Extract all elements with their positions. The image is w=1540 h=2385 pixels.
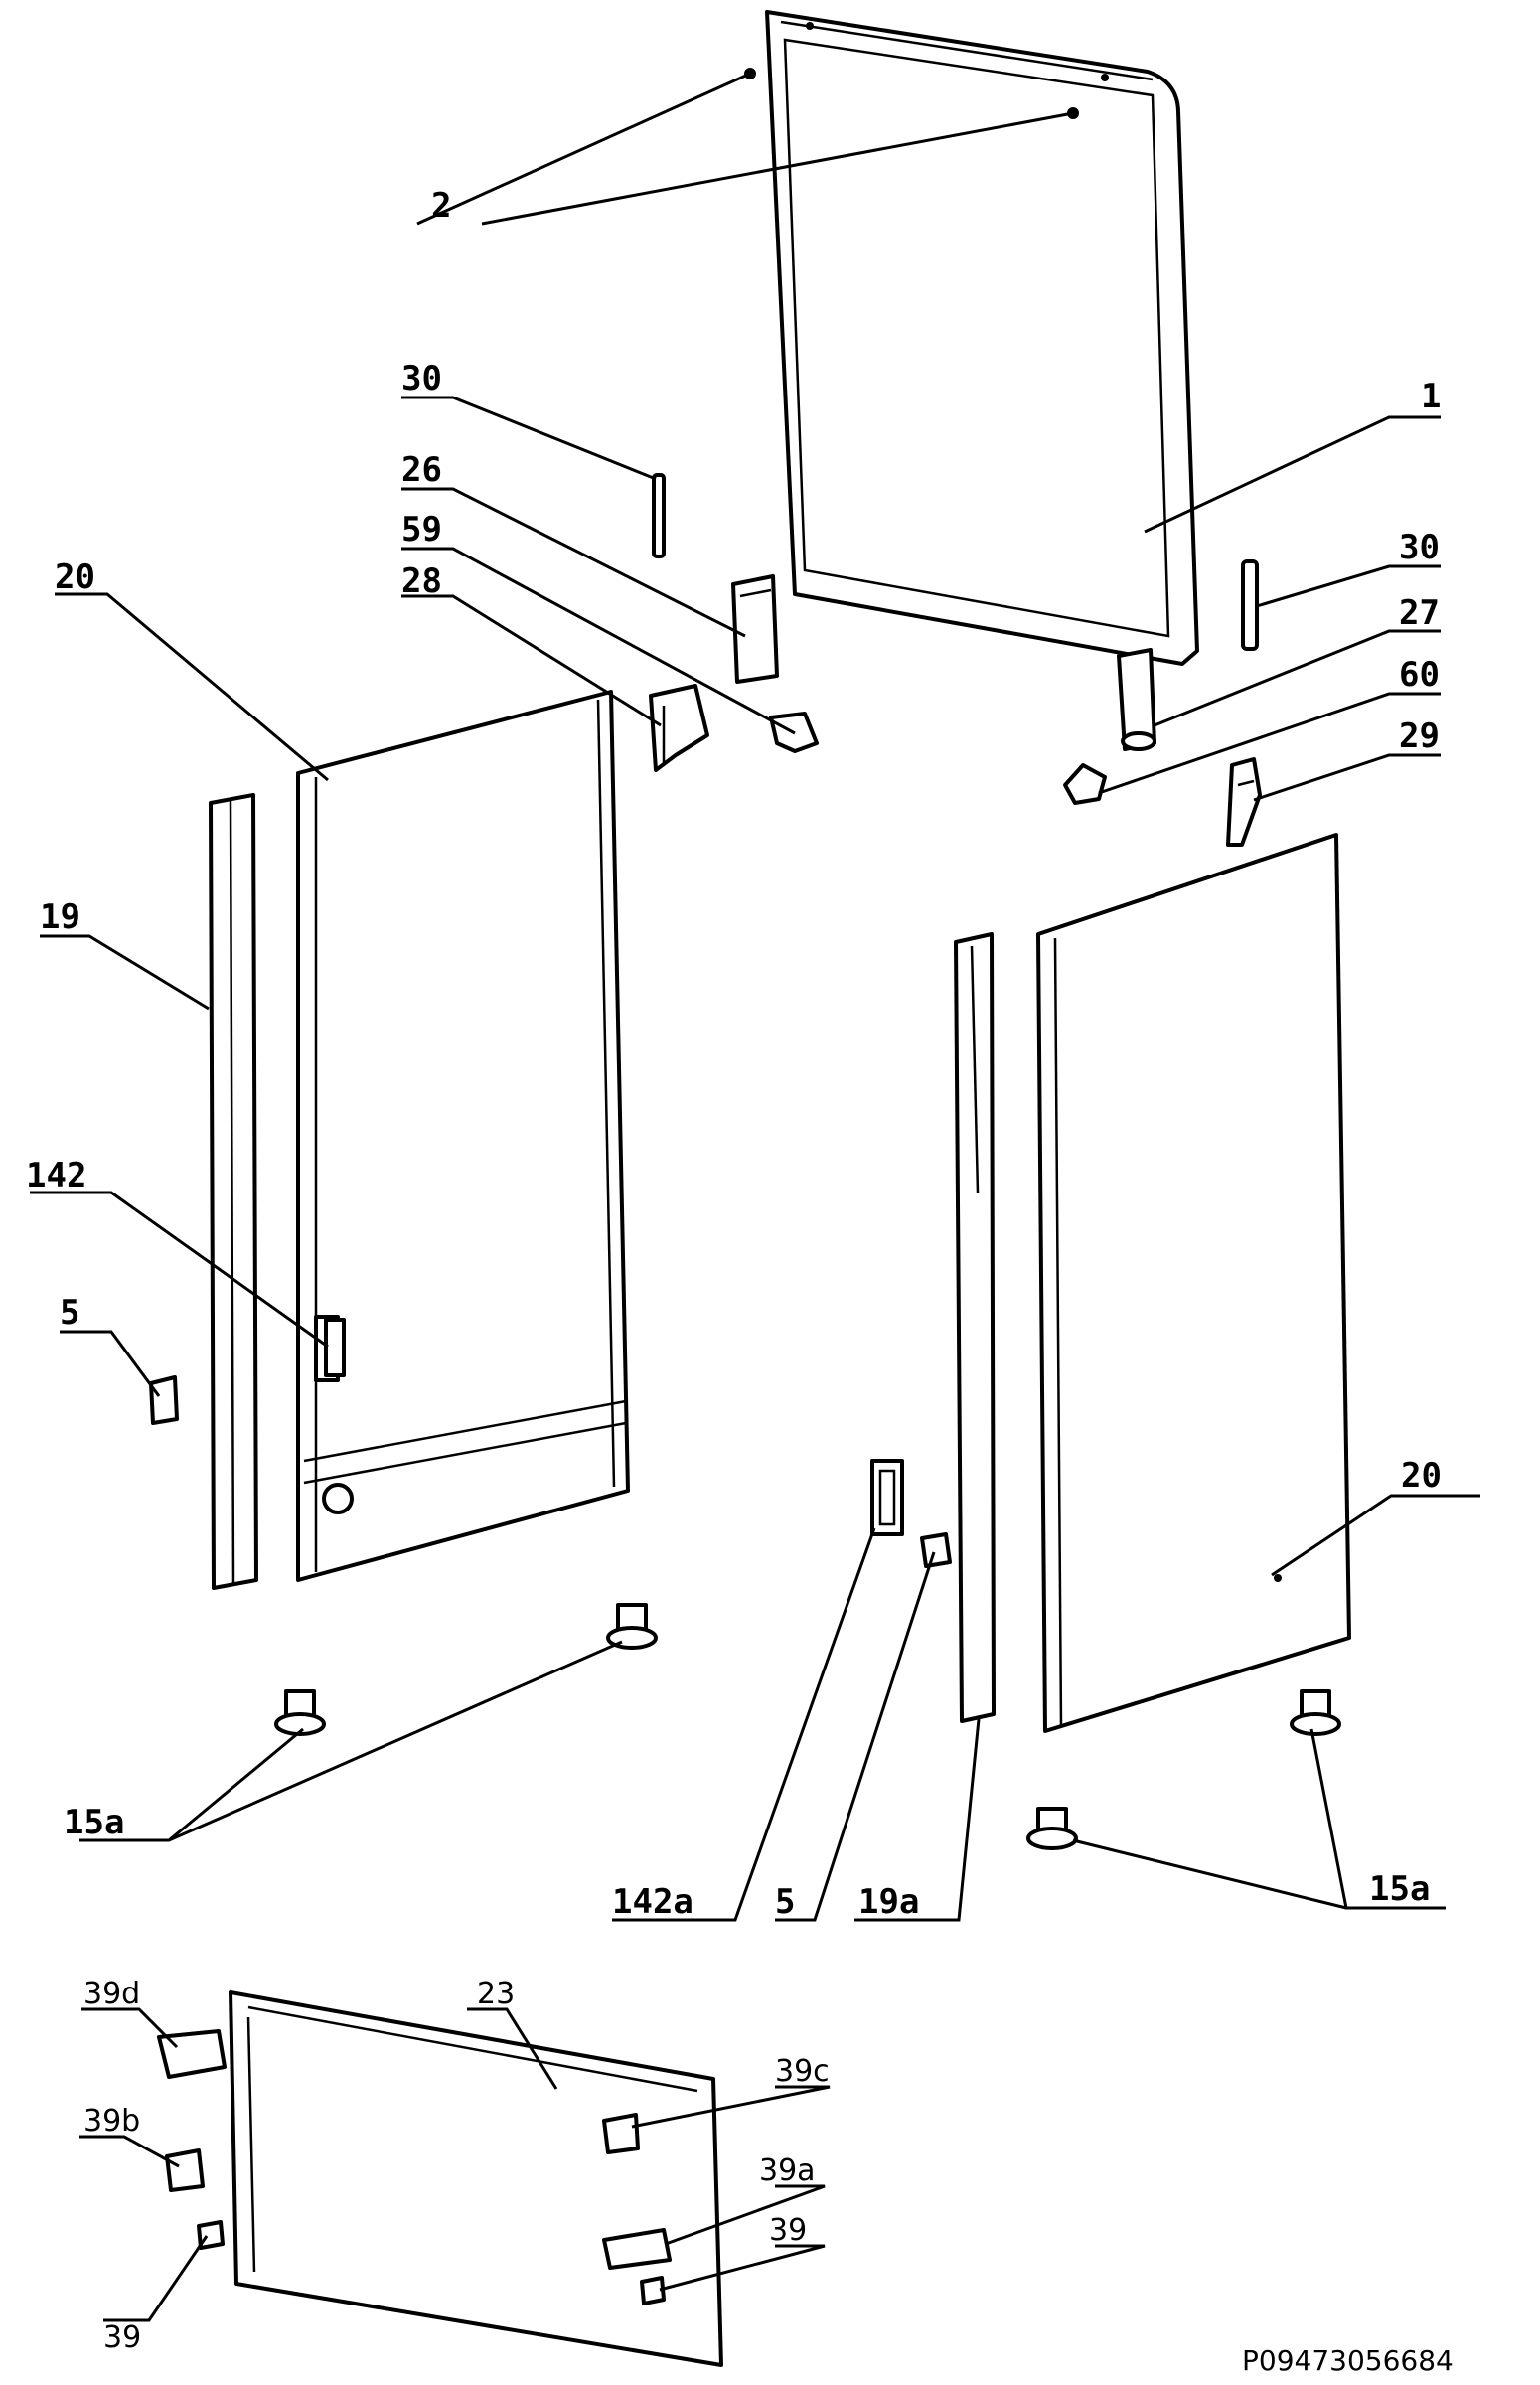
part-28-bracket (649, 684, 709, 772)
callout-23: 23 (477, 1977, 515, 2011)
part-1-top-frame (765, 10, 1199, 666)
part-39d-bracket (157, 2029, 227, 2079)
callout-2: 2 (431, 186, 451, 226)
part-5-left-clip (149, 1375, 179, 1425)
callout-30-left: 30 (401, 359, 442, 398)
callout-20-right: 20 (1401, 1456, 1442, 1496)
part-39-right-bracket (640, 2276, 666, 2306)
part-29-latch (1226, 757, 1262, 847)
callout-19a: 19a (858, 1882, 919, 1922)
part-142-slider (324, 1318, 346, 1377)
callout-28: 28 (401, 561, 442, 601)
part-27-hinge-cylinder (1117, 648, 1156, 751)
part-15a-foot-left-upper (606, 1603, 658, 1650)
part-142a-slider (870, 1459, 904, 1536)
callout-142: 142 (26, 1156, 86, 1195)
callout-39c: 39c (775, 2054, 830, 2089)
leader-lines (30, 72, 1480, 2322)
part-15a-foot-left-lower (274, 1689, 326, 1736)
part-19a-right-rail (954, 932, 996, 1723)
callout-39-right: 39 (769, 2213, 807, 2248)
part-39a-bracket (602, 2228, 672, 2270)
callout-27: 27 (1399, 593, 1440, 633)
part-26-hinge-block (731, 574, 779, 684)
part-5-right-clip (920, 1532, 952, 1568)
callout-29: 29 (1399, 716, 1440, 756)
callout-142a: 142a (612, 1882, 693, 1922)
part-15a-foot-right-upper (1290, 1689, 1341, 1736)
callout-30-right: 30 (1399, 528, 1440, 567)
part-20-right-side-panel (1036, 833, 1351, 1733)
callout-labels: 2 30 26 59 28 20 1 30 27 60 29 19 142 5 … (26, 186, 1442, 2355)
callout-19: 19 (40, 897, 80, 937)
part-23-bottom-panel (229, 1990, 723, 2367)
callout-60: 60 (1399, 655, 1440, 695)
callout-59: 59 (401, 510, 442, 550)
part-30-pin-left (652, 473, 666, 558)
part-20-left-side-panel (296, 690, 630, 1582)
callout-26: 26 (401, 450, 442, 490)
callout-39-left: 39 (103, 2320, 141, 2355)
callout-39b: 39b (83, 2104, 140, 2139)
part-19-left-rail (209, 793, 258, 1590)
callout-5-left: 5 (60, 1293, 79, 1333)
callout-20-left: 20 (55, 557, 95, 597)
part-15a-foot-right-lower (1026, 1807, 1078, 1850)
callout-15a-left: 15a (64, 1803, 124, 1842)
part-39c-bracket (602, 2113, 640, 2154)
part-39b-bracket (165, 2148, 205, 2192)
callout-39a: 39a (759, 2153, 816, 2188)
document-code: P09473056684 (1242, 2344, 1454, 2377)
callout-39d: 39d (83, 1977, 140, 2011)
callout-5-right: 5 (775, 1882, 795, 1922)
part-60-clip (1063, 763, 1107, 805)
callout-15a-right: 15a (1369, 1869, 1430, 1909)
part-30-pin-right (1241, 559, 1259, 651)
callout-1: 1 (1421, 377, 1441, 416)
